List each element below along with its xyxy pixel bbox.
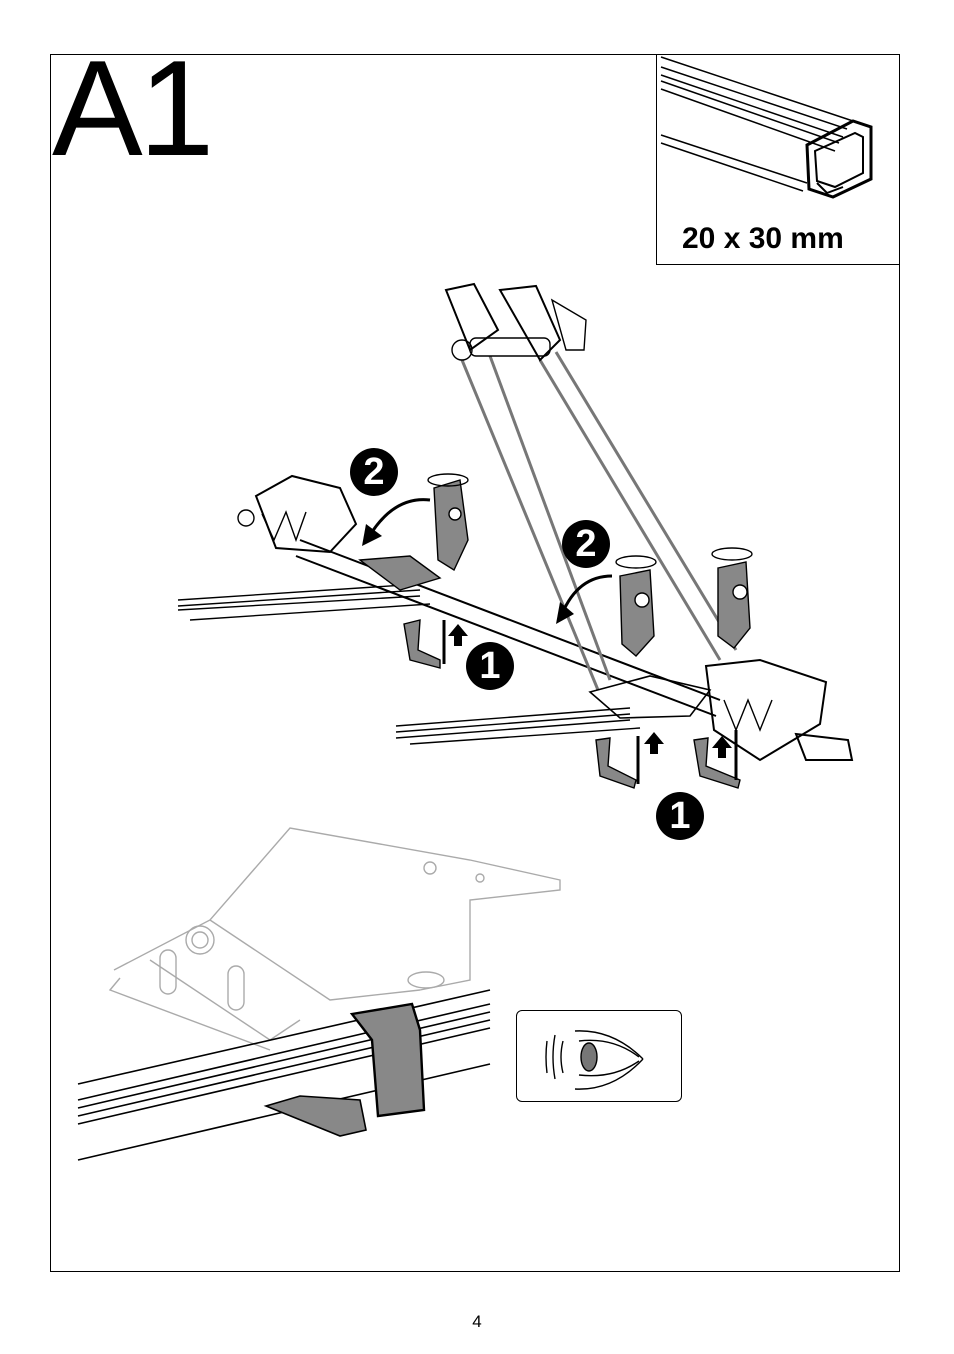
wheel-channel (296, 540, 720, 716)
rear-roof-bar (178, 584, 430, 620)
inspect-callout (516, 1010, 682, 1102)
frame-holder-arm (462, 352, 736, 690)
knob-rear (434, 480, 468, 570)
step-badge-1: 1 (466, 642, 514, 690)
bracket-detail-view (78, 828, 560, 1160)
step-badge-1: 1 (656, 792, 704, 840)
rear-wheel-holder (238, 476, 356, 552)
frame-grip (446, 284, 586, 360)
knob-front (718, 562, 750, 648)
step-badge-2: 2 (350, 448, 398, 496)
knob-mid (620, 570, 654, 656)
eye-icon (517, 1011, 683, 1103)
page-number: 4 (0, 1312, 954, 1332)
base-plate (590, 676, 710, 718)
step-badge-2: 2 (562, 520, 610, 568)
